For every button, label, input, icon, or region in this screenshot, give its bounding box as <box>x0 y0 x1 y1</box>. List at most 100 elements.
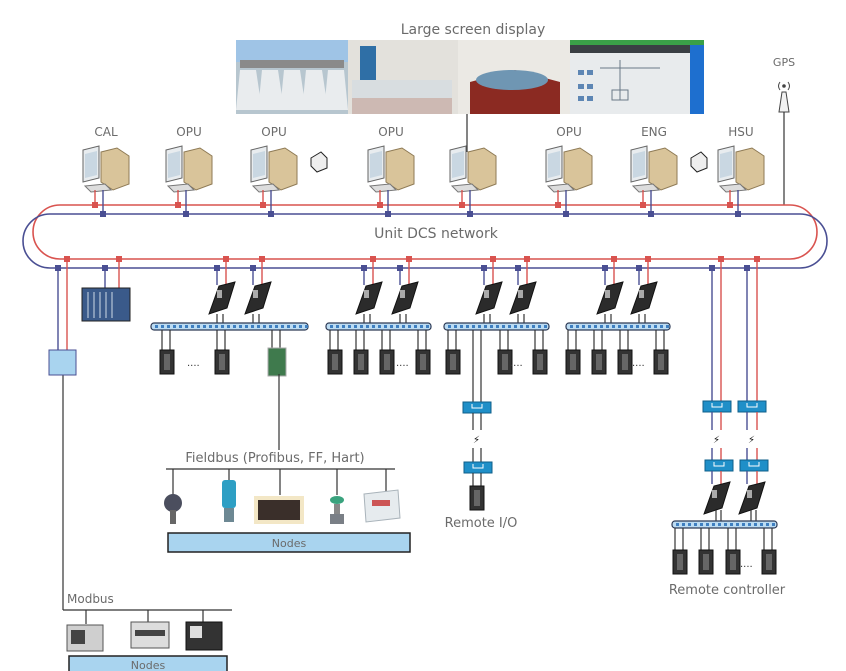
bus-tap <box>92 202 98 208</box>
bus-tap <box>100 211 106 217</box>
bus-tap <box>640 202 646 208</box>
controller-cpu-icon <box>703 481 731 515</box>
controller-cpu-icon <box>475 281 503 315</box>
workstation[interactable] <box>449 145 497 193</box>
bus-tap <box>397 265 403 271</box>
controller-cpu-icon <box>596 281 624 315</box>
bus-tap <box>214 265 220 271</box>
fiber-converter-icon <box>737 400 767 413</box>
workstation-label: OPU <box>556 125 581 139</box>
bus-tap <box>102 265 108 271</box>
controller-cpu-icon <box>355 281 383 315</box>
bus-tap <box>636 265 642 271</box>
workstation[interactable]: OPU <box>545 125 593 193</box>
control-valve-icon <box>330 496 344 524</box>
io-module-icon <box>591 349 607 375</box>
analyzer-icon <box>363 489 401 523</box>
io-module-icon <box>672 549 688 575</box>
nodes-label: Nodes <box>272 537 307 550</box>
bus-tap <box>515 265 521 271</box>
ellipsis: .... <box>740 559 753 570</box>
bus-tap <box>735 211 741 217</box>
io-bus-bar <box>325 322 432 331</box>
bus-tap <box>259 256 265 262</box>
computer-icon <box>82 145 130 193</box>
ellipsis: .... <box>632 358 645 369</box>
io-module-icon <box>469 485 485 511</box>
ellipsis: .... <box>396 358 409 369</box>
bus-tap <box>370 256 376 262</box>
workstation[interactable]: OPU <box>367 125 415 193</box>
bus-tap <box>555 202 561 208</box>
io-module-icon <box>353 349 369 375</box>
workstation[interactable]: OPU <box>250 125 328 193</box>
io-bus-bar <box>443 322 550 331</box>
computer-icon <box>250 145 298 193</box>
bus-tap <box>377 202 383 208</box>
controller-cpu-icon <box>738 481 766 515</box>
workstation[interactable]: HSU <box>717 125 765 193</box>
workstation[interactable]: ENG <box>630 125 708 193</box>
io-module-icon <box>214 349 230 375</box>
workstation[interactable]: CAL <box>82 125 130 193</box>
modbus-nodes-box: Nodes <box>68 655 228 671</box>
bus-tap <box>709 265 715 271</box>
io-module-icon <box>653 349 669 375</box>
workstation-label: OPU <box>176 125 201 139</box>
bus-tap <box>223 256 229 262</box>
io-module-icon <box>565 349 581 375</box>
io-module-icon <box>532 349 548 375</box>
bus-tap <box>645 256 651 262</box>
fiber-converter-icon <box>462 401 492 414</box>
io-bus-bar <box>671 520 778 529</box>
ellipsis: .... <box>510 358 523 369</box>
bus-tap <box>459 202 465 208</box>
workstation-label: CAL <box>94 125 118 139</box>
modbus-device-rack-icon <box>185 621 223 651</box>
io-module-icon <box>698 549 714 575</box>
computer-icon <box>449 145 497 193</box>
fiber-converter-icon <box>463 461 493 474</box>
wireless-link-icon: ⚡ <box>748 435 755 446</box>
computer-icon <box>367 145 415 193</box>
bus-tap <box>175 202 181 208</box>
bus-tap <box>260 202 266 208</box>
computer-icon <box>165 145 213 193</box>
remote-controller-label: Remote controller <box>669 583 786 598</box>
workstation-label: HSU <box>728 125 753 139</box>
fiber-converter-icon <box>702 400 732 413</box>
printer-icon <box>690 151 708 173</box>
gps-label: GPS <box>773 56 795 69</box>
bus-tap <box>727 202 733 208</box>
fiber-converter-icon <box>704 459 734 472</box>
fieldbus-interface-card-icon <box>267 347 287 377</box>
io-bus-bar <box>150 322 309 331</box>
bus-tap <box>55 265 61 271</box>
io-bus-bar <box>565 322 671 331</box>
bus-tap <box>64 256 70 262</box>
bus-tap <box>467 211 473 217</box>
workstation[interactable]: OPU <box>165 125 213 193</box>
io-module-icon <box>445 349 461 375</box>
bus-tap <box>268 211 274 217</box>
bus-tap <box>183 211 189 217</box>
bus-tap <box>385 211 391 217</box>
computer-icon <box>717 145 765 193</box>
computer-icon <box>545 145 593 193</box>
modbus-label: Modbus <box>67 592 114 606</box>
red-bus-line <box>60 204 818 260</box>
controller-cpu-icon <box>244 281 272 315</box>
controller-cpu-icon <box>391 281 419 315</box>
controller-cpu-icon <box>509 281 537 315</box>
network-label: Unit DCS network <box>374 226 499 242</box>
controller-cpu-icon <box>208 281 236 315</box>
io-module-icon <box>159 349 175 375</box>
bus-tap <box>250 265 256 271</box>
bus-tap <box>611 256 617 262</box>
io-module-icon <box>761 549 777 575</box>
workstation-label: OPU <box>261 125 286 139</box>
remote-io-label: Remote I/O <box>445 516 518 531</box>
wireless-link-icon: ⚡ <box>473 435 480 446</box>
nodes-label: Nodes <box>131 659 166 671</box>
